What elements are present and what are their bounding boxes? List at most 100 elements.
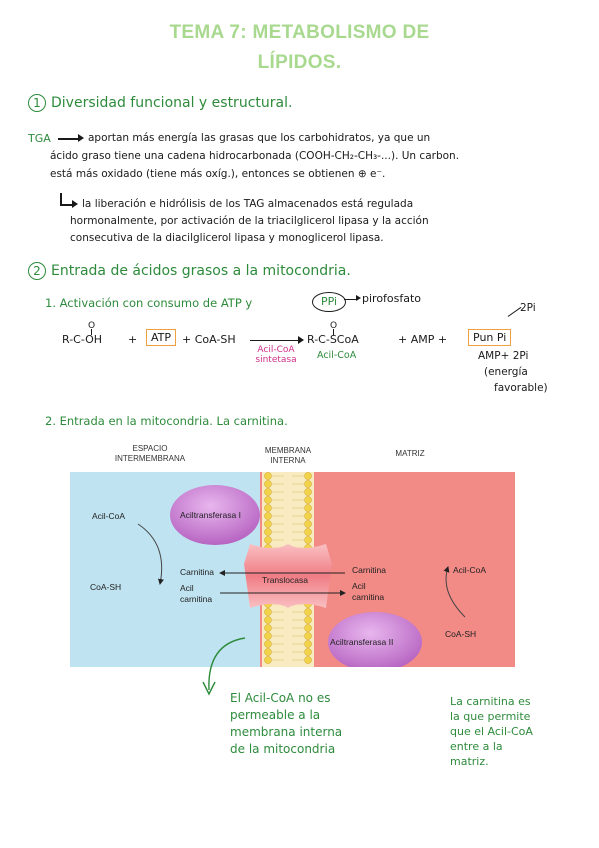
lipid-head	[304, 512, 312, 520]
note-energia: (energía	[484, 366, 528, 378]
plus1: +	[128, 333, 138, 346]
lipid-head	[304, 472, 312, 480]
note-left: El Acil-CoA no es permeable a la membran…	[230, 690, 342, 758]
lipid-head	[264, 480, 272, 488]
section-number-1: 1	[28, 94, 46, 112]
note-right-3: que el Acil-CoA	[450, 725, 533, 738]
carbonyl-o: O	[88, 321, 96, 331]
lipid-head	[264, 648, 272, 656]
lipid-head	[264, 520, 272, 528]
lipid-head	[304, 632, 312, 640]
coa-sh: + CoA-SH	[182, 333, 236, 346]
para2-line3: consecutiva de la diacilglicerol lipasa …	[70, 232, 384, 244]
lipid-head	[304, 648, 312, 656]
hdr-matriz: MATRIZ	[395, 449, 425, 458]
enzyme-line2: sintetasa	[255, 355, 297, 365]
ppi-arrow	[344, 299, 358, 301]
lipid-head	[304, 504, 312, 512]
lipid-head	[264, 624, 272, 632]
enzyme-line1: Acil-CoA	[257, 345, 295, 355]
atp-box: ATP	[146, 329, 177, 346]
right-cycle-arrow	[443, 566, 466, 618]
note-favorable: favorable)	[494, 382, 548, 394]
lipid-head	[264, 512, 272, 520]
note-amp-2pi: AMP+ 2Pi	[478, 350, 529, 362]
carbonyl-bond	[91, 329, 92, 335]
aciltransferasa-1	[170, 485, 260, 545]
lipid-head	[304, 616, 312, 624]
enzyme2-label: Aciltransferasa II	[330, 637, 394, 647]
reaction-arrowhead-icon	[298, 336, 304, 344]
lipid-head	[264, 504, 272, 512]
lipid-head	[264, 488, 272, 496]
section2-heading: 2 Entrada de ácidos grasos a la mitocondr…	[28, 262, 351, 280]
lipid-head	[264, 656, 272, 664]
hook-arrow-horizontal	[60, 204, 74, 206]
para1-line1: aportan más energía las grasas que los c…	[88, 132, 431, 144]
lipid-head	[304, 656, 312, 664]
reaction-arrow	[250, 340, 300, 342]
lipid-head	[264, 496, 272, 504]
hdr-intermembrane-line2: INTERMEMBRANA	[114, 454, 186, 463]
page-title-line2: LÍPIDOS.	[257, 52, 342, 73]
note-right-2: la que permite	[450, 710, 531, 723]
right-acil: Acil	[352, 581, 366, 591]
hook-arrowhead-icon	[72, 200, 78, 208]
hook-arrow-vertical	[60, 193, 62, 205]
note-right-1: La carnitina es	[450, 695, 531, 708]
lipid-head	[264, 640, 272, 648]
annotation-arrow-icon	[202, 637, 246, 696]
hdr-membrane: MEMBRANA INTERNA	[248, 446, 328, 466]
right-coa-sh: CoA-SH	[445, 629, 477, 639]
section2-heading-text: Entrada de ácidos grasos a la mitocondri…	[51, 263, 351, 279]
left-carnitina2: carnitina	[180, 594, 213, 604]
hdr-membrane-line2: INTERNA	[270, 456, 306, 465]
note-right-5: matriz.	[450, 755, 489, 768]
ppi-circle: PPi	[312, 292, 346, 312]
lipid-head	[304, 624, 312, 632]
tga-arrow	[58, 138, 80, 140]
note-right-4: entre a la	[450, 740, 503, 753]
tga-label: TGA	[28, 132, 51, 145]
para2-line2: hormonalmente, por activación de la tria…	[70, 215, 429, 227]
reactant1: R-C-OH	[62, 333, 103, 346]
lipid-head	[304, 536, 312, 544]
note-left-4: de la mitocondria	[230, 742, 336, 756]
para1-line3: está más oxidado (tiene más oxíg.), ento…	[50, 168, 386, 180]
left-acil: Acil	[180, 583, 194, 593]
two-pi-label: 2Pi	[520, 302, 536, 314]
section1-heading-text: Diversidad funcional y estructural.	[51, 95, 293, 111]
sub1-text: 1. Activación con consumo de ATP y	[45, 296, 253, 310]
ppi-arrowhead-icon	[356, 295, 361, 301]
acil-coa-label: Acil-CoA	[317, 350, 357, 361]
note-left-1: El Acil-CoA no es	[230, 691, 331, 705]
note-left-2: permeable a la	[230, 708, 321, 722]
note-right: La carnitina es la que permite que el Ac…	[450, 694, 533, 769]
enzyme1-label: Aciltransferasa I	[180, 510, 241, 520]
translocase-protein	[244, 544, 332, 608]
right-carnitina: Carnitina	[352, 565, 387, 575]
lipid-head	[304, 480, 312, 488]
plus-amp: + AMP +	[398, 333, 448, 346]
lipid-head	[264, 528, 272, 536]
hdr-intermembrane-line1: ESPACIO	[132, 444, 168, 453]
tga-arrowhead-icon	[78, 134, 84, 142]
pirofosfato-label: pirofosfato	[362, 292, 422, 305]
section1-heading: 1 Diversidad funcional y estructural.	[28, 94, 292, 112]
sub2-text: 2. Entrada en la mitocondria. La carniti…	[45, 414, 288, 428]
aciltransferasa-2	[328, 612, 422, 667]
section-number-2: 2	[28, 262, 46, 280]
note-left-3: membrana interna	[230, 725, 343, 739]
enzyme-label: Acil-CoA sintetasa	[252, 345, 300, 365]
right-acil-coa: Acil-CoA	[453, 565, 487, 575]
carbonyl-bond-product	[333, 329, 334, 335]
carbonyl-o-product: O	[330, 321, 338, 331]
left-coa-sh: CoA-SH	[90, 582, 122, 592]
hdr-membrane-line1: MEMBRANA	[264, 446, 312, 455]
para2-line1: la liberación e hidrólisis de los TAG al…	[82, 198, 414, 210]
ppi-box: Pun Pi	[468, 329, 512, 346]
lipid-head	[264, 632, 272, 640]
right-carnitina2: carnitina	[352, 592, 385, 602]
lipid-heads-left	[264, 472, 284, 664]
left-acil-coa: Acil-CoA	[92, 511, 126, 521]
